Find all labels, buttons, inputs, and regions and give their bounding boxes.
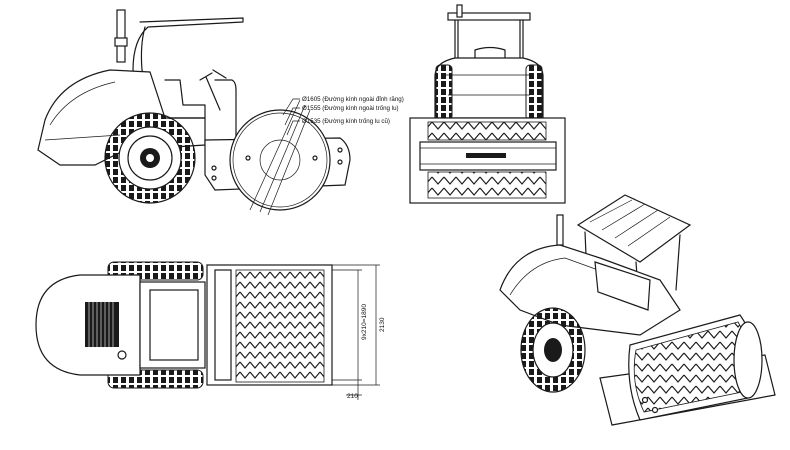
iso-frame-bolt [641, 396, 649, 404]
dim-total-width: 2130 [379, 317, 386, 332]
front-drum-upper-chevrons [427, 121, 547, 141]
callout-dia-1535: Ø1535 (Đường kính trống lu cũ) [302, 118, 390, 125]
iso-cab-window [594, 261, 651, 311]
frame-bolts [211, 147, 343, 181]
rops-canopy [132, 17, 244, 119]
steering-column [199, 69, 227, 111]
iso-view [499, 194, 776, 426]
top-view: 9x210=1890 2130 210 [35, 261, 386, 400]
iso-body [499, 244, 681, 336]
exhaust-cap [114, 37, 128, 47]
top-fuel-cap [117, 350, 127, 360]
front-view [409, 4, 566, 204]
side-rear-tire [104, 112, 196, 204]
operator-seat [164, 79, 206, 119]
iso-rear-tire [520, 307, 586, 393]
callout-leader-2 [284, 107, 300, 126]
front-drum-lower-chevrons [427, 171, 547, 199]
iso-drum [628, 314, 763, 421]
callout-leader-3 [286, 120, 300, 136]
callout-dia-1605: Ø1605 (Đường kính ngoài đỉnh răng) [302, 96, 404, 103]
exhaust-pipe [116, 9, 126, 63]
front-canopy-roof [447, 12, 531, 21]
iso-exhaust [556, 214, 564, 246]
callout-dia-1555: Ø1555 (Đường kính ngoài trống lu) [302, 105, 399, 112]
dim-offset: 210 [347, 393, 358, 400]
top-drum-chevrons [235, 269, 325, 383]
top-engine-grille [85, 302, 119, 347]
side-view: Ø1605 (Đường kính ngoài đỉnh răng) Ø1555… [37, 9, 404, 216]
front-exhaust [456, 4, 463, 18]
iso-canopy [576, 194, 692, 263]
dim-drum-width: 9x210=1890 [361, 304, 368, 340]
front-drum-slot [466, 153, 506, 158]
callout-leader-1 [282, 98, 300, 116]
top-dimension-lines [332, 264, 380, 400]
side-drum [229, 99, 331, 216]
